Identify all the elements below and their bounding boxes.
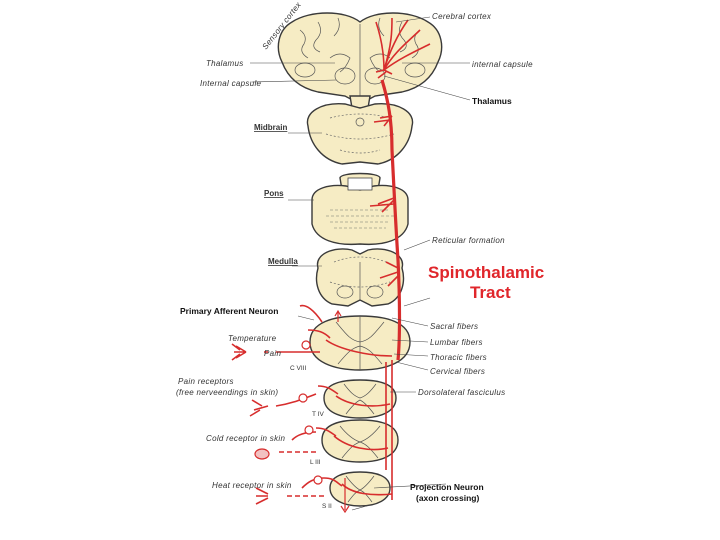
label-thalamus-small: Thalamus — [206, 59, 244, 68]
spinal-segment-lumbar — [321, 419, 399, 463]
label-pons: Pons — [264, 189, 284, 198]
label-thalamus-bold: Thalamus — [472, 96, 512, 106]
label-midbrain: Midbrain — [254, 123, 287, 132]
label-pain-receptors-1: Pain receptors — [178, 377, 234, 386]
label-seg-t4: T IV — [312, 411, 324, 418]
midbrain-section — [306, 103, 414, 165]
tract-title-line1: Spinothalamic — [428, 263, 544, 282]
label-thoracic-fibers: Thoracic fibers — [430, 353, 487, 362]
label-medulla: Medulla — [268, 257, 298, 266]
label-internal-capsule-right: internal capsule — [472, 60, 533, 69]
label-lumbar-fibers: Lumbar fibers — [430, 338, 483, 347]
label-cold-receptor: Cold receptor in skin — [206, 434, 285, 443]
label-temperature: Temperature — [228, 334, 277, 343]
label-reticular-formation: Reticular formation — [432, 236, 505, 245]
label-seg-l3: L III — [310, 459, 321, 466]
spinal-segment-thoracic — [323, 379, 397, 419]
medulla-section — [315, 248, 405, 307]
label-cervical-fibers: Cervical fibers — [430, 367, 485, 376]
cerebrum-section — [277, 12, 443, 109]
label-heat-receptor: Heat receptor in skin — [212, 481, 292, 490]
label-sacral-fibers: Sacral fibers — [430, 322, 478, 331]
tract-title-line2: Tract — [470, 283, 511, 302]
afferent-fibers — [231, 304, 325, 505]
pons-section — [311, 172, 409, 246]
label-dorsolateral-fasciculus: Dorsolateral fasciculus — [418, 388, 505, 397]
spinal-segment-cervical — [309, 315, 411, 371]
label-cerebral-cortex: Cerebral cortex — [432, 12, 492, 21]
label-pain: Pain — [264, 349, 281, 358]
label-seg-c8: C VIII — [290, 365, 306, 372]
label-projection-neuron-1: Projection Neuron — [410, 482, 484, 492]
leader-lines — [250, 16, 471, 511]
thalamocortical-fibers — [375, 17, 431, 79]
label-internal-capsule-left: Internal capsule — [200, 79, 262, 88]
spinal-segment-sacral — [329, 471, 391, 507]
label-pain-receptors-2: (free nerveendings in skin) — [176, 388, 278, 397]
label-seg-s2: S II — [322, 503, 332, 510]
label-primary-afferent-neuron: Primary Afferent Neuron — [180, 306, 278, 316]
label-projection-neuron-2: (axon crossing) — [416, 493, 479, 503]
spinothalamic-tract-pathway — [307, 79, 402, 514]
